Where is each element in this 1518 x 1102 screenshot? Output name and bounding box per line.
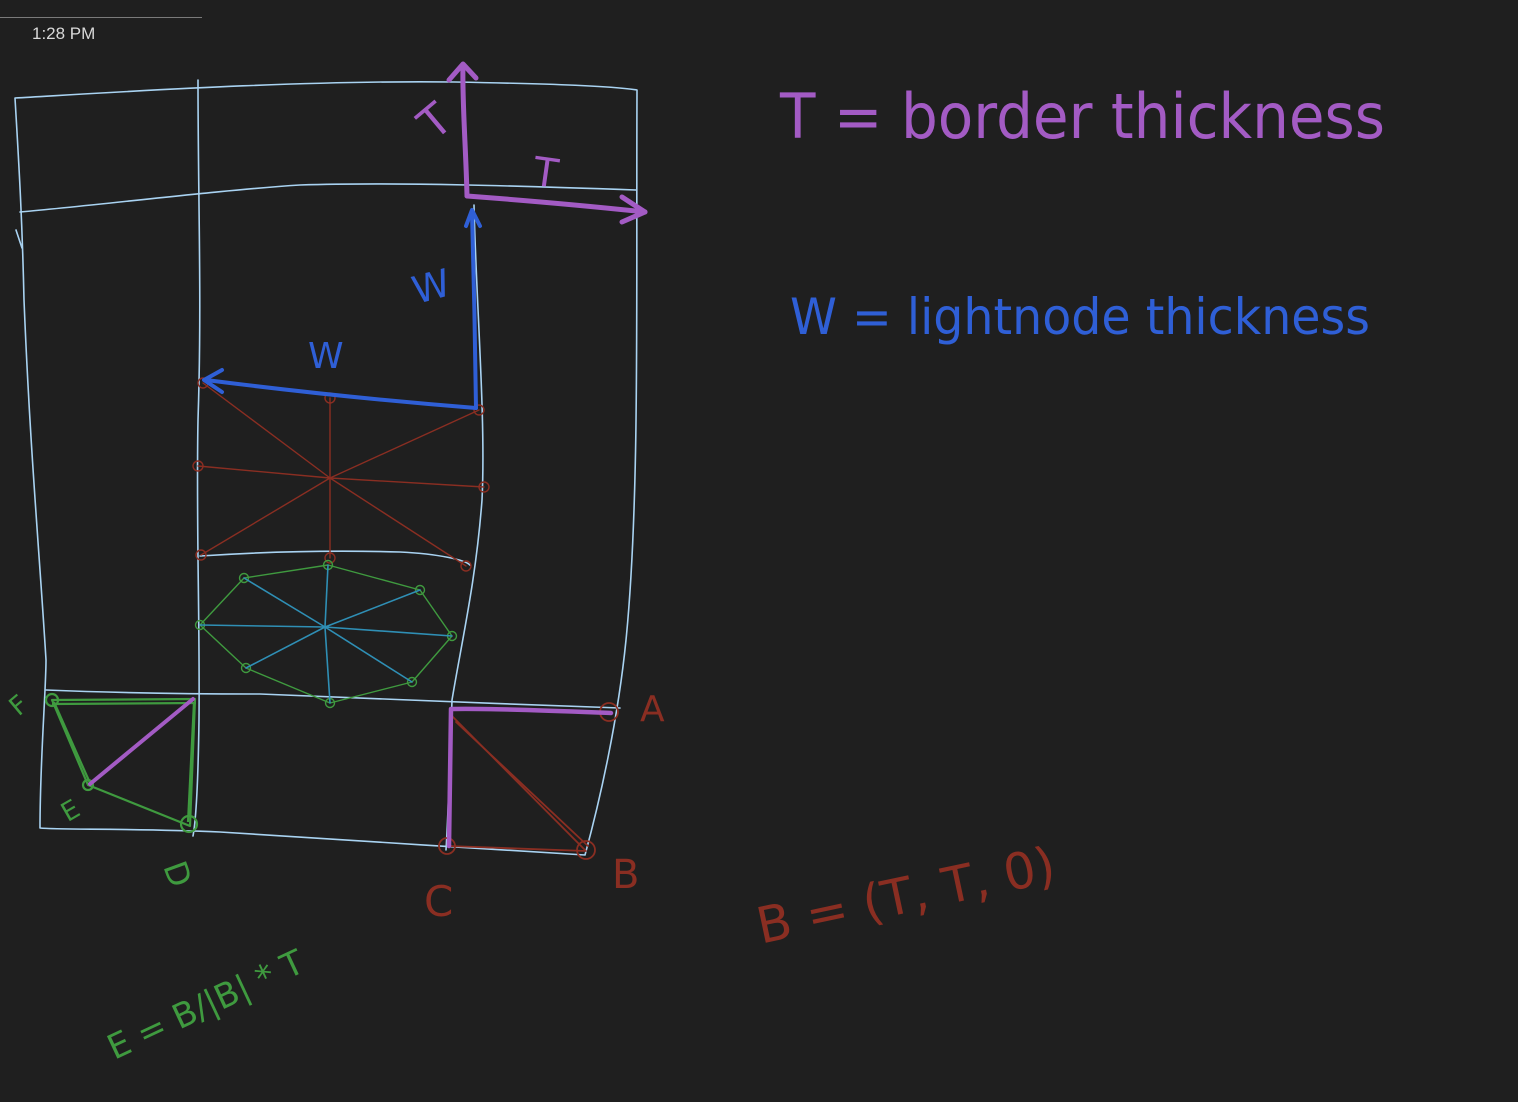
grid-row-line-top xyxy=(19,183,637,213)
purple-diagonal-e xyxy=(88,697,195,786)
grid-small-tick xyxy=(15,229,23,249)
red-node xyxy=(478,481,490,493)
w-horizontal-arrow xyxy=(204,378,478,410)
node-e xyxy=(81,778,95,792)
cyan-star xyxy=(199,564,453,704)
green-node xyxy=(406,676,418,688)
green-node xyxy=(240,662,252,674)
label-t-vertical: T xyxy=(408,94,462,151)
t-vertical-arrow xyxy=(460,63,470,199)
timestamp: 1:28 PM xyxy=(32,24,96,43)
red-node xyxy=(192,460,204,472)
red-node xyxy=(473,404,485,416)
node-f xyxy=(44,692,60,708)
note-b-formula: B = (T, T, 0) xyxy=(751,836,1060,956)
label-a: A xyxy=(640,689,665,730)
red-node xyxy=(195,549,207,561)
grid-col-line-left xyxy=(192,79,201,837)
label-d: D xyxy=(155,856,199,892)
label-w-horizontal: W xyxy=(308,336,344,377)
green-node xyxy=(238,572,250,584)
red-node-star xyxy=(192,377,490,572)
label-b: B xyxy=(612,852,639,898)
label-f: F xyxy=(4,690,35,723)
t-horizontal-arrow xyxy=(464,193,648,215)
node-b xyxy=(576,840,596,860)
t-axes xyxy=(446,61,648,225)
node-d xyxy=(179,814,199,834)
header-divider xyxy=(0,17,202,18)
note-t-definition: T = border thickness xyxy=(779,80,1385,153)
grid-row-line-bottom xyxy=(45,689,621,709)
red-node xyxy=(460,560,472,572)
note-w-definition: W = lightnode thickness xyxy=(790,288,1370,346)
label-c: C xyxy=(424,877,453,926)
green-triangle-fed xyxy=(44,692,199,834)
red-triangle-abc xyxy=(438,702,619,860)
purple-corner-ac xyxy=(446,706,614,849)
label-t-horizontal: T xyxy=(529,149,561,198)
note-e-formula: E = B/|B| * T xyxy=(101,942,310,1068)
grid-outer-border xyxy=(14,80,638,856)
label-w-vertical: W xyxy=(407,261,455,313)
grid xyxy=(14,79,638,856)
red-node xyxy=(324,552,336,564)
label-e: E xyxy=(56,794,85,828)
w-vertical-arrow xyxy=(470,210,478,410)
green-node xyxy=(414,584,426,596)
w-axes xyxy=(202,208,482,410)
